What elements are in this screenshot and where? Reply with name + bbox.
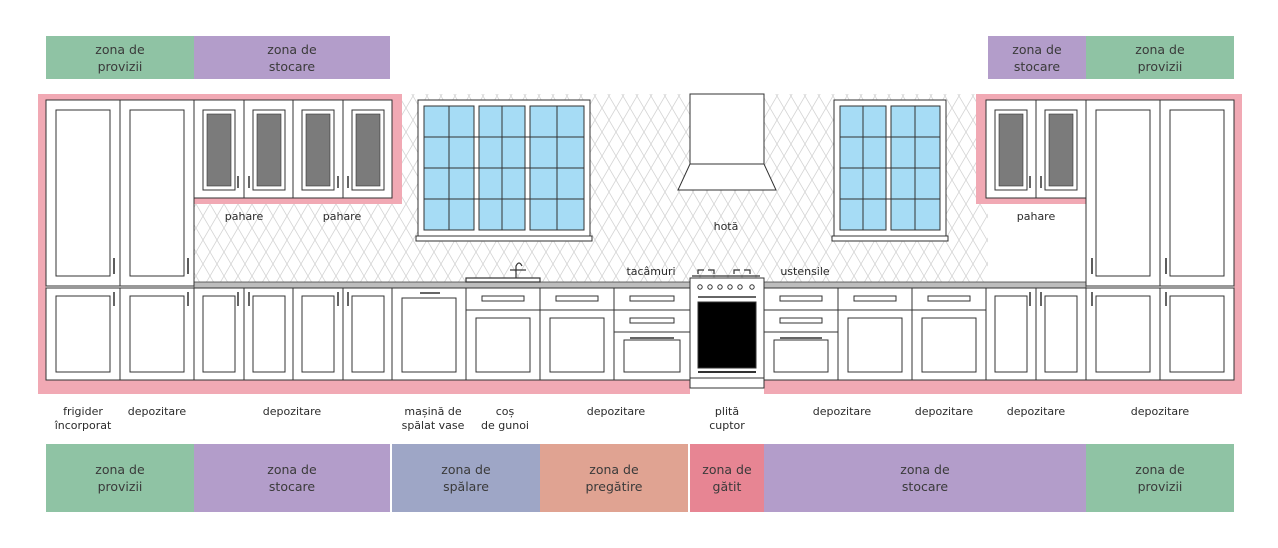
zone-bottom-gatit: zona de gătit [690,444,764,512]
tall-unit-left [45,99,195,287]
label-frigider: frigider încorporat [54,405,112,432]
label-tacamuri: tacâmuri [626,265,676,278]
label-depozitare-7: depozitare [1130,405,1190,418]
cooktop [692,269,760,277]
label-cos-gunoi: coș de gunoi [481,405,529,432]
zone-top-stocare-left: zona de stocare [194,36,390,79]
zone-top-provizii-left: zona de provizii [46,36,194,79]
countertop [193,281,1087,289]
faucet [465,262,541,283]
cabinet-handles [113,292,1167,373]
label-hota: hotă [713,220,739,233]
label-plita-cuptor: plită cuptor [709,405,745,432]
label-depozitare-2: depozitare [262,405,322,418]
base-cabinets [45,277,1235,389]
label-pahare-2: pahare [322,210,362,223]
label-pahare-3: pahare [1016,210,1056,223]
stove-knobs [697,284,755,290]
zone-bottom-stocare-left: zona de stocare [194,444,390,512]
tall-unit-right [1085,99,1235,287]
range-hood [677,93,777,191]
zone-bottom-pregatire: zona de pregătire [540,444,688,512]
zone-top-stocare-right: zona de stocare [988,36,1086,79]
zone-top-provizii-right: zona de provizii [1086,36,1234,79]
zone-bottom-spalare: zona de spălare [392,444,540,512]
label-depozitare-5: depozitare [914,405,974,418]
label-depozitare-3: depozitare [586,405,646,418]
pink-trims [38,94,1242,394]
label-masina-spalat: mașină de spălat vase [401,405,465,432]
label-ustensile: ustensile [780,265,830,278]
zone-bottom-stocare-right: zona de stocare [764,444,1086,512]
window-right [831,99,949,242]
label-depozitare-1: depozitare [127,405,187,418]
zone-bottom-provizii-right: zona de provizii [1086,444,1234,512]
label-depozitare-6: depozitare [1006,405,1066,418]
label-pahare-1: pahare [224,210,264,223]
label-depozitare-4: depozitare [812,405,872,418]
zone-bottom-provizii-left: zona de provizii [46,444,194,512]
window-left [415,99,593,242]
